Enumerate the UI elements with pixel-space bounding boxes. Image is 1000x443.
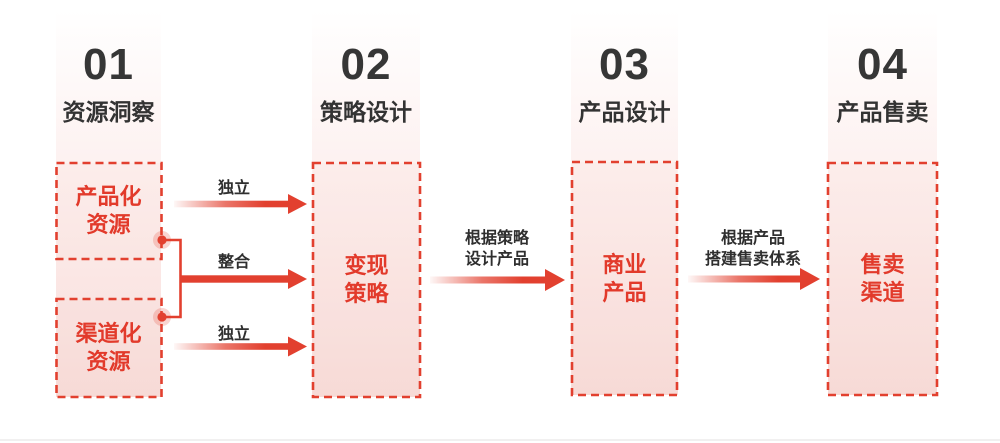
stage-header-2: 02 策略设计 [312, 40, 420, 126]
box-label-line: 渠道化 [75, 321, 142, 346]
box-label-line: 策略 [344, 281, 389, 306]
stage-number: 01 [83, 40, 134, 89]
box-label-line: 售卖 [860, 252, 905, 277]
box-label-line: 资源 [86, 212, 131, 237]
caption-line: 根据策略 [464, 230, 529, 247]
arrow-integrate-icon [179, 269, 307, 289]
arrow-caption-product-to-sales: 根据产品 搭建售卖体系 [678, 228, 828, 270]
arrow-caption-strategy-to-product: 根据策略 设计产品 [432, 228, 562, 270]
caption-line: 根据产品 [720, 230, 785, 247]
stage-number: 03 [599, 40, 650, 89]
arrow-label-independent-bottom: 独立 [217, 326, 250, 343]
stage-header-4: 04 产品售卖 [828, 40, 937, 126]
stage-title: 资源洞察 [62, 99, 155, 125]
arrow-product-to-sales-icon [688, 268, 820, 290]
box-label-line: 商业 [602, 251, 647, 277]
bottom-divider [0, 439, 1000, 441]
stage-header-1: 01 资源洞察 [56, 40, 161, 126]
box-label-line: 变现 [344, 253, 389, 278]
box-label-productized-resources: 产品化 资源 [56, 163, 161, 259]
box-label-monetization-strategy: 变现 策略 [313, 163, 420, 397]
arrow-strategy-to-product-icon [430, 269, 565, 291]
stage-number: 02 [340, 40, 392, 89]
arrow-label-integrate: 整合 [217, 254, 250, 271]
box-label-channelized-resources: 渠道化 资源 [56, 299, 161, 397]
connector-bracket [162, 238, 182, 319]
box-label-line: 产品化 [75, 184, 142, 209]
stage-title: 产品设计 [578, 99, 671, 125]
arrow-label-independent-top: 独立 [217, 180, 250, 197]
box-label-line: 渠道 [860, 280, 905, 305]
box-label-sales-channel: 售卖 渠道 [828, 163, 937, 395]
caption-line: 搭建售卖体系 [704, 251, 801, 268]
caption-line: 设计产品 [464, 251, 529, 268]
stage-header-3: 03 产品设计 [571, 40, 678, 126]
box-label-commercial-product: 商业 产品 [572, 162, 677, 395]
box-label-line: 产品 [602, 279, 647, 305]
stage-number: 04 [857, 40, 908, 89]
box-label-line: 资源 [86, 349, 131, 374]
stage-title: 产品售卖 [836, 99, 929, 125]
stage-title: 策略设计 [320, 99, 412, 125]
